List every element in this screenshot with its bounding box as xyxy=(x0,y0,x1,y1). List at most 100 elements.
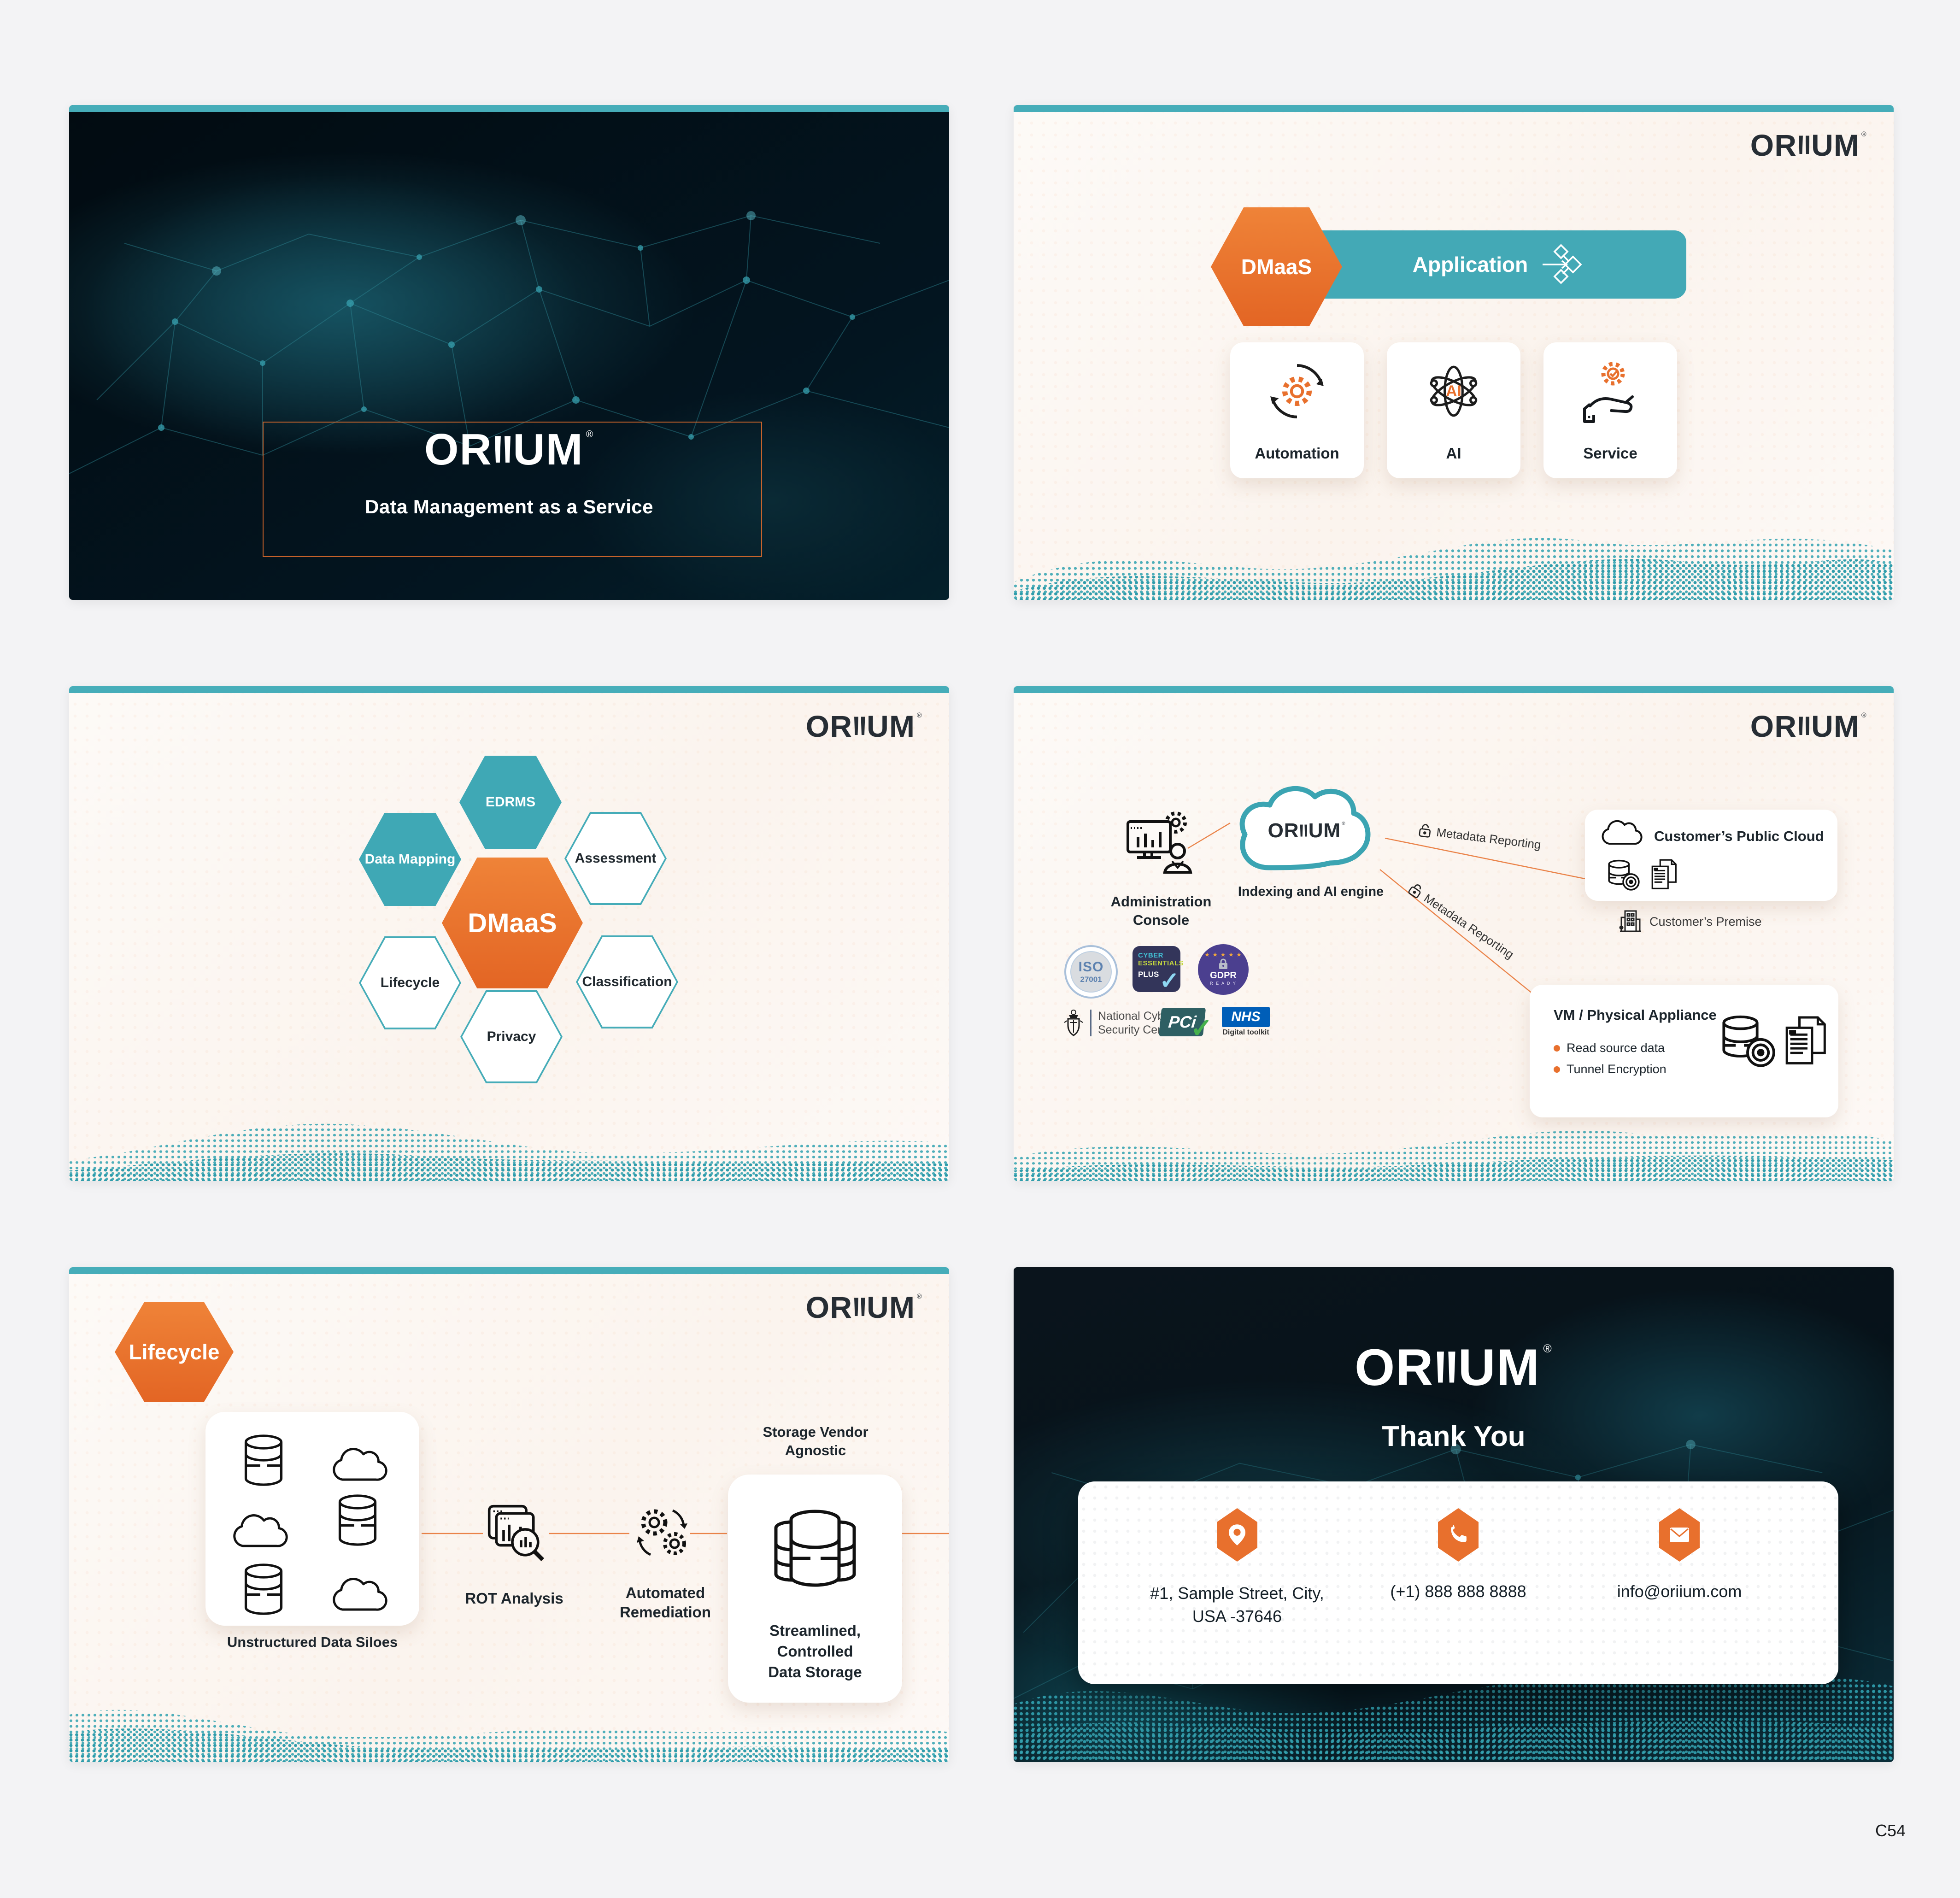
vm-bullet-2: Tunnel Encryption xyxy=(1554,1062,1667,1076)
vm-card-title: VM / Physical Appliance xyxy=(1554,1007,1717,1023)
data-siloes-card[interactable] xyxy=(205,1412,419,1626)
card-automation[interactable]: Automation xyxy=(1230,342,1364,478)
cover-frame xyxy=(263,422,762,557)
documents-icon xyxy=(1649,858,1678,891)
slide-accent-bar xyxy=(1014,105,1894,112)
logo-ii-icon xyxy=(854,1298,865,1316)
royal-crest-icon xyxy=(1064,1010,1083,1036)
logo-ii-icon xyxy=(854,717,865,735)
metadata-reporting-label-top: Metadata Reporting xyxy=(1418,823,1542,852)
administration-console-icon xyxy=(1124,807,1194,881)
database-icon xyxy=(334,1493,381,1547)
database-disc-icon xyxy=(1605,858,1641,893)
slide-accent-bar xyxy=(69,1267,949,1274)
cloud-icon xyxy=(329,1576,388,1615)
automation-cycle-gear-icon xyxy=(1230,361,1364,422)
slide-accent-bar xyxy=(69,105,949,112)
slide-accent-bar xyxy=(69,686,949,693)
vm-bullet-1: Read source data xyxy=(1554,1041,1665,1055)
location-hexagon xyxy=(1217,1508,1257,1562)
customer-premise-row: Customer’s Premise xyxy=(1619,909,1762,934)
logo-ii-icon xyxy=(494,436,511,463)
check-icon: ✓ xyxy=(1190,1013,1213,1043)
hex-classification: Classification xyxy=(576,935,678,1028)
registered-mark: ® xyxy=(586,429,594,440)
database-icon xyxy=(240,1433,288,1487)
contact-address: #1, Sample Street, City, USA -37646 xyxy=(1106,1481,1368,1684)
cloud-icon xyxy=(1599,819,1643,847)
lock-icon xyxy=(1418,823,1432,839)
hex-edrms: EDRMS xyxy=(459,756,562,849)
hex-privacy: Privacy xyxy=(460,990,563,1083)
lock-icon xyxy=(1407,881,1425,900)
dmaas-hexagon: DMaaS xyxy=(1211,207,1342,326)
page-code-label: C54 xyxy=(1875,1821,1906,1840)
envelope-icon xyxy=(1670,1528,1689,1542)
vm-appliance-card[interactable]: VM / Physical Appliance Read source data… xyxy=(1530,985,1838,1117)
public-cloud-card[interactable]: Customer’s Public Cloud xyxy=(1585,810,1837,901)
logo-ii-icon xyxy=(1799,717,1810,735)
dotted-wave-graphic xyxy=(1014,538,1894,600)
share-network-icon xyxy=(1540,243,1582,286)
connector-lines xyxy=(422,1533,949,1534)
ai-icon-text: AI xyxy=(1446,382,1461,400)
cyber-essentials-plus-badge: CYBER ESSENTIALS PLUS ✓ xyxy=(1133,946,1184,994)
dotted-wave-graphic xyxy=(69,1123,949,1181)
iso-27001-badge: ISO 27001 xyxy=(1064,945,1118,999)
logo-text-um: UM xyxy=(513,425,584,474)
logo-ii-icon xyxy=(1300,824,1308,837)
siloes-label: Unstructured Data Siloes xyxy=(227,1634,398,1650)
divider xyxy=(1090,1010,1091,1036)
card-service[interactable]: Service xyxy=(1543,342,1677,478)
gdpr-ready-badge: ★ ★ ★ ★ ★ GDPR R E A D Y xyxy=(1198,944,1249,995)
storage-stack-icon xyxy=(728,1496,902,1602)
documents-icon xyxy=(1782,1015,1828,1067)
contact-card: #1, Sample Street, City, USA -37646 (+1)… xyxy=(1078,1481,1838,1684)
phone-icon xyxy=(1451,1525,1467,1542)
padlock-icon xyxy=(1219,958,1227,969)
phone-hexagon xyxy=(1438,1508,1479,1562)
dotted-wave-graphic xyxy=(1014,1678,1894,1762)
address-line-1: #1, Sample Street, City, xyxy=(1150,1584,1324,1603)
card-ai[interactable]: AI AI xyxy=(1387,342,1520,478)
logo-ii-icon xyxy=(1799,135,1810,154)
engine-label: Indexing and AI engine xyxy=(1238,884,1384,899)
database-disc-icon xyxy=(1718,1013,1778,1070)
database-icon xyxy=(240,1562,288,1616)
cloud-icon xyxy=(229,1512,288,1551)
contact-email: info@oriium.com xyxy=(1548,1481,1811,1684)
hex-dmaas-center: DMaaS xyxy=(442,858,583,988)
bullet-dot xyxy=(1554,1045,1560,1052)
nhs-badge: NHS Digital toolkit xyxy=(1222,1007,1270,1037)
email-address: info@oriium.com xyxy=(1617,1582,1742,1601)
rot-analysis-label: ROT Analysis xyxy=(465,1590,563,1607)
metadata-reporting-label-bottom: Metadata Reporting xyxy=(1407,881,1517,962)
logo-ii-icon xyxy=(1437,1352,1455,1383)
card-label: AI xyxy=(1446,445,1461,462)
automated-remediation-icon xyxy=(632,1503,692,1563)
bullet-dot xyxy=(1554,1066,1560,1073)
phone-number: (+1) 888 888 8888 xyxy=(1390,1582,1526,1601)
hex-data-mapping: Data Mapping xyxy=(359,813,461,906)
slide-accent-bar xyxy=(1014,686,1894,693)
hex-assessment: Assessment xyxy=(564,812,667,905)
ai-atom-icon: AI xyxy=(1387,361,1520,422)
